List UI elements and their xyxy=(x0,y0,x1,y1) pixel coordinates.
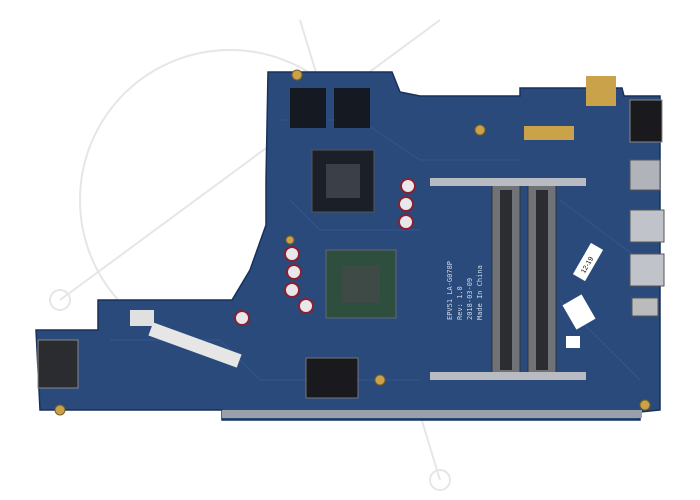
hdmi-port xyxy=(629,159,661,191)
fan-connector xyxy=(130,310,154,326)
barcode-sticker xyxy=(562,294,596,330)
audio-jack xyxy=(631,297,659,317)
ram-slot-2 xyxy=(527,184,557,376)
edge-contact xyxy=(222,410,642,418)
usb-port xyxy=(629,209,665,243)
memory-chip xyxy=(290,88,326,128)
sata-connector xyxy=(37,339,79,389)
small-sticker xyxy=(566,336,580,348)
board-date-text: 2018-03-09 xyxy=(466,278,474,320)
metal-bracket xyxy=(586,76,616,106)
ethernet-port xyxy=(629,99,663,143)
ram-slot-1 xyxy=(491,184,521,376)
board-origin-text: Made In China xyxy=(476,265,484,320)
usb-port xyxy=(629,253,665,287)
capacitors xyxy=(234,178,416,326)
battery-connector xyxy=(305,357,359,399)
board-model-text: EPV51 LA-G078P xyxy=(446,261,454,320)
ribbon-connector xyxy=(148,322,242,368)
board-revision-text: Rev: 1.0 xyxy=(456,286,464,320)
mounting-holes xyxy=(54,69,651,416)
memory-chip xyxy=(334,88,370,128)
